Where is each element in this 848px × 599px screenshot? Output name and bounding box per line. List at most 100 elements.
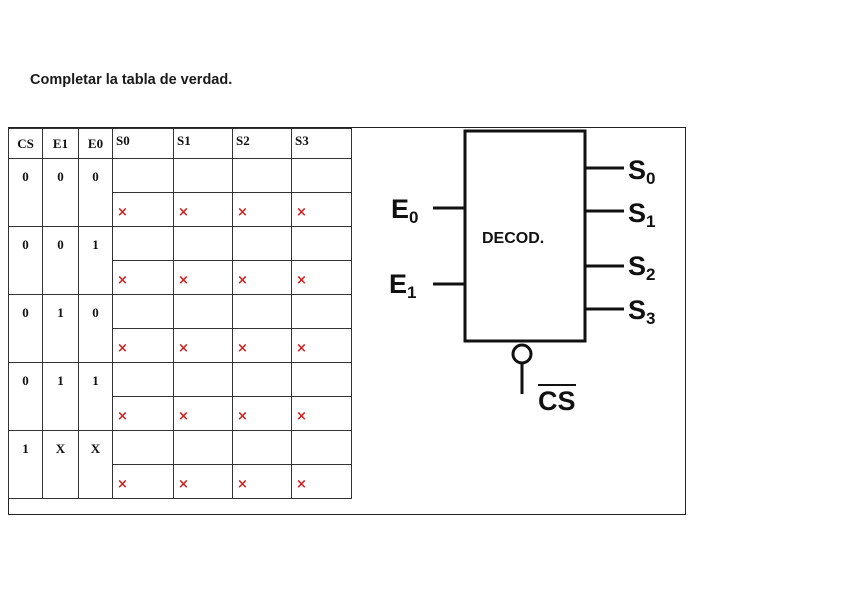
x-mark-icon: × [178,477,189,492]
output-s1-mark-cell: × [173,396,233,431]
input-cs-cell: 0 [8,158,43,227]
input-e1-cell: 1 [42,294,79,363]
output-s0-answer-cell[interactable] [112,362,174,397]
x-mark-icon: × [237,477,248,492]
output-s2-answer-cell[interactable] [232,294,292,329]
x-mark-icon: × [178,341,189,356]
truth-table-mark-row: × × × × [9,464,352,499]
input-e1-cell: 0 [42,158,79,227]
input-cs-cell: 1 [8,430,43,499]
output-s2-answer-cell[interactable] [232,158,292,193]
truth-table-mark-row: × × × × [9,396,352,431]
header-s2: S2 [232,128,292,159]
x-mark-icon: × [237,273,248,288]
output-s2-mark-cell: × [232,464,292,499]
output-s3-answer-cell[interactable] [291,158,352,193]
truth-table-header: CS E1 E0 S0 S1 S2 S3 [8,128,352,159]
header-cs: CS [8,128,43,159]
x-mark-icon: × [296,477,307,492]
input-e1-label: E1 [389,269,417,302]
input-e0-cell: 1 [78,226,113,295]
header-e0: E0 [78,128,113,159]
output-s3-mark-cell: × [291,328,352,363]
header-s1: S1 [173,128,233,159]
output-s2-answer-cell[interactable] [232,362,292,397]
x-mark-icon: × [296,341,307,356]
output-s2-mark-cell: × [232,328,292,363]
x-mark-icon: × [178,273,189,288]
output-s1-answer-cell[interactable] [173,158,233,193]
x-mark-icon: × [117,341,128,356]
header-s3: S3 [291,128,352,159]
x-mark-icon: × [296,273,307,288]
output-s0-label: S0 [628,155,656,188]
output-s0-answer-cell[interactable] [112,226,174,261]
output-s0-mark-cell: × [112,396,174,431]
output-s1-mark-cell: × [173,328,233,363]
output-s3-mark-cell: × [291,192,352,227]
output-s0-answer-cell[interactable] [112,158,174,193]
output-s0-answer-cell[interactable] [112,294,174,329]
output-s0-answer-cell[interactable] [112,430,174,465]
instruction-title: Completar la tabla de verdad. [30,72,233,88]
output-s1-answer-cell[interactable] [173,430,233,465]
input-e0-cell: 0 [78,294,113,363]
output-s3-mark-cell: × [291,464,352,499]
x-mark-icon: × [237,341,248,356]
input-e1-cell: 1 [42,362,79,431]
header-s0: S0 [112,128,174,159]
truth-table-mark-row: × × × × [9,192,352,227]
output-s2-answer-cell[interactable] [232,226,292,261]
x-mark-icon: × [117,273,128,288]
chip-select-label: CS [538,384,576,416]
output-s0-mark-cell: × [112,260,174,295]
output-s3-answer-cell[interactable] [291,362,352,397]
x-mark-icon: × [117,409,128,424]
output-s3-label: S3 [628,295,656,328]
output-s3-mark-cell: × [291,396,352,431]
input-e1-cell: X [42,430,79,499]
output-s1-label: S1 [628,198,656,231]
output-s2-mark-cell: × [232,396,292,431]
truth-table-mark-row: × × × × [9,328,352,363]
output-s2-mark-cell: × [232,192,292,227]
input-cs-cell: 0 [8,226,43,295]
output-s2-answer-cell[interactable] [232,430,292,465]
output-s1-mark-cell: × [173,260,233,295]
input-e0-cell: 0 [78,158,113,227]
input-e0-cell: X [78,430,113,499]
x-mark-icon: × [296,409,307,424]
x-mark-icon: × [178,409,189,424]
decoder-label: DECOD. [482,230,545,247]
input-cs-cell: 0 [8,362,43,431]
input-cs-cell: 0 [8,294,43,363]
output-s3-mark-cell: × [291,260,352,295]
input-e1-cell: 0 [42,226,79,295]
output-s0-mark-cell: × [112,192,174,227]
output-s3-answer-cell[interactable] [291,226,352,261]
x-mark-icon: × [117,205,128,220]
output-s1-answer-cell[interactable] [173,226,233,261]
input-e0-cell: 1 [78,362,113,431]
output-s1-mark-cell: × [173,192,233,227]
output-s2-label: S2 [628,251,656,284]
input-e0-label: E0 [391,194,419,227]
x-mark-icon: × [296,205,307,220]
output-s0-mark-cell: × [112,328,174,363]
x-mark-icon: × [237,205,248,220]
output-s1-mark-cell: × [173,464,233,499]
output-s1-answer-cell[interactable] [173,294,233,329]
x-mark-icon: × [237,409,248,424]
x-mark-icon: × [117,477,128,492]
output-s3-answer-cell[interactable] [291,430,352,465]
output-s3-answer-cell[interactable] [291,294,352,329]
output-s0-mark-cell: × [112,464,174,499]
truth-table-mark-row: × × × × [9,260,352,295]
output-s1-answer-cell[interactable] [173,362,233,397]
header-e1: E1 [42,128,79,159]
